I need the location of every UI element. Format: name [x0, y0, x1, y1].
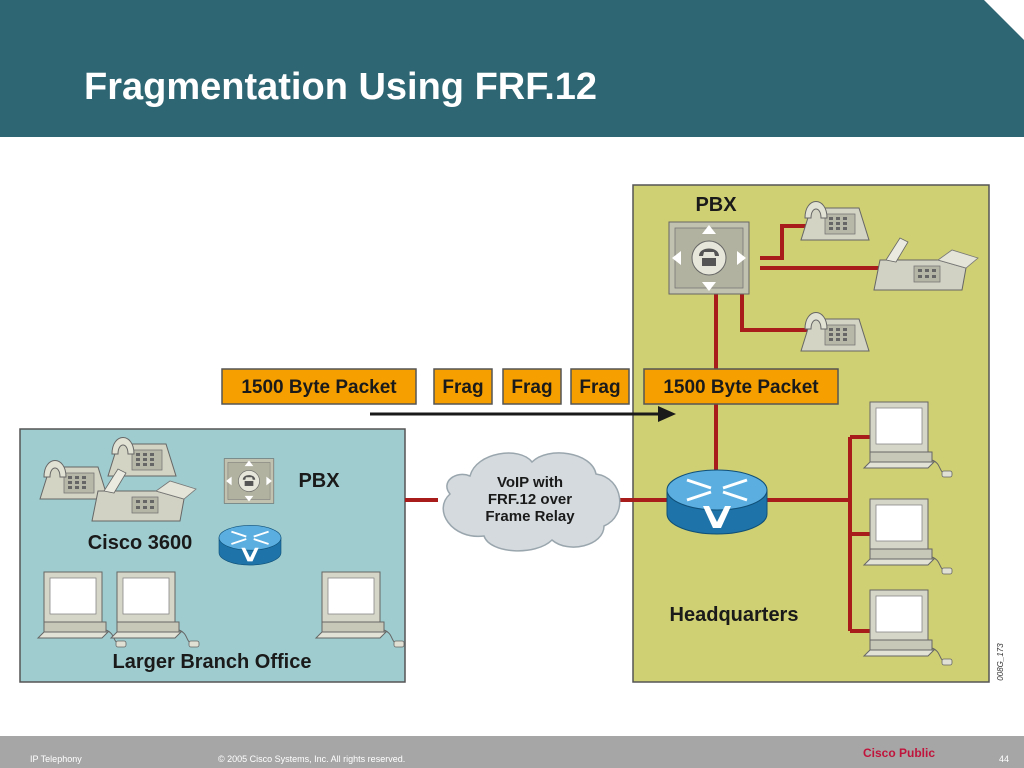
fragment-box	[433, 368, 493, 405]
branch-office-label: Larger Branch Office	[113, 651, 312, 673]
fragment-box	[570, 368, 630, 405]
packet-sequence: 1500 Byte Packet Frag Frag Frag 1500 Byt…	[221, 368, 839, 405]
cloud-text-line: VoIP with	[497, 474, 563, 491]
branch-router-icon	[218, 524, 282, 567]
hq-pbx-icon	[668, 221, 750, 295]
branch-router-label: Cisco 3600	[88, 532, 193, 554]
packet-label-before: 1500 Byte Packet	[241, 377, 397, 398]
figure-id: 008G_173	[996, 643, 1005, 681]
footer-classification: Cisco Public	[863, 746, 936, 760]
packet-label-after: 1500 Byte Packet	[663, 377, 819, 398]
fragment-box	[502, 368, 562, 405]
header-corner-fold	[984, 0, 1024, 40]
footer-course: IP Telephony	[30, 754, 82, 764]
cloud-text-line: Frame Relay	[485, 508, 575, 525]
page-number: 44	[999, 754, 1010, 764]
cloud-text-line: FRF.12 over	[488, 491, 572, 508]
packet-box-after	[643, 368, 839, 405]
branch-pbx-icon	[223, 458, 275, 504]
footer-copyright: © 2005 Cisco Systems, Inc. All rights re…	[218, 754, 406, 764]
hq-router-icon	[665, 468, 769, 536]
branch-pbx-label: PBX	[298, 470, 340, 492]
fragment-label: Frag	[442, 377, 483, 398]
fragment-label: Frag	[579, 377, 620, 398]
packet-box-before	[221, 368, 417, 405]
slide-footer: IP Telephony © 2005 Cisco Systems, Inc. …	[0, 736, 1024, 768]
fragment-label: Frag	[511, 377, 552, 398]
headquarters-label: Headquarters	[670, 604, 799, 626]
hq-pbx-label: PBX	[695, 194, 737, 216]
slide-header: Fragmentation Using FRF.12	[0, 0, 1024, 137]
slide-title: Fragmentation Using FRF.12	[84, 66, 598, 108]
flow-arrow	[370, 406, 676, 422]
frame-relay-cloud: VoIP with FRF.12 over Frame Relay	[442, 452, 621, 552]
